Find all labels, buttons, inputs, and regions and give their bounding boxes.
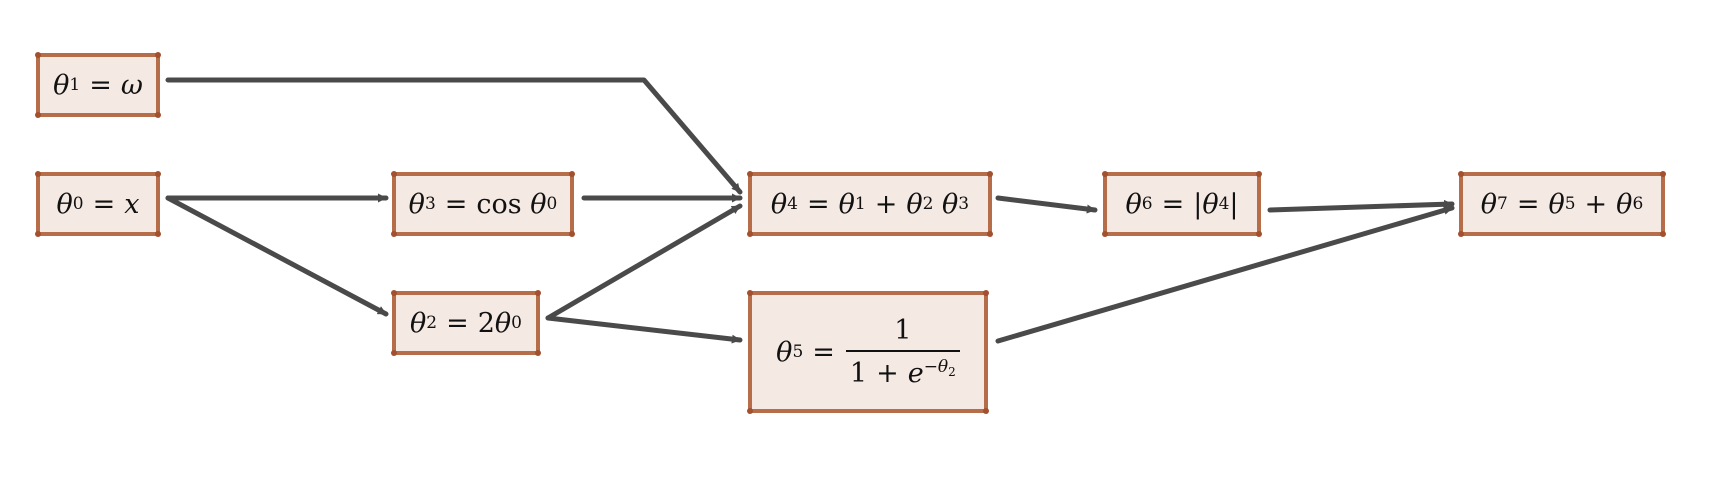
theta2-arg: θ: [494, 307, 512, 339]
theta4-a: θ: [838, 188, 855, 220]
theta3-fn: cos: [476, 188, 522, 220]
theta5-fraction: 1 1 + e−θ2: [845, 315, 960, 389]
theta5-den-exp-sub: 2: [948, 365, 956, 379]
theta5-numerator: 1: [894, 315, 912, 346]
theta4-lhs: θ: [770, 188, 788, 220]
theta0-rhs: x: [124, 188, 140, 220]
theta3-arg: θ: [530, 188, 547, 220]
theta1-eq: =: [89, 69, 112, 101]
theta5-lhs: θ: [776, 336, 793, 368]
theta4-eq: =: [806, 188, 830, 220]
theta0-eq: =: [92, 188, 116, 220]
edge-theta2-theta5: [545, 315, 743, 344]
theta2-coef: 2: [477, 307, 495, 339]
theta7-lhs: θ: [1480, 188, 1497, 220]
edge-theta0-theta2: [165, 195, 389, 317]
theta5-den-exp: −θ: [923, 357, 949, 377]
theta3-lhs: θ: [408, 188, 425, 220]
theta5-den-one: 1: [849, 358, 868, 389]
edge-theta1-theta4: [165, 77, 743, 195]
theta4-c: θ: [942, 188, 959, 220]
theta7-plus: +: [1584, 188, 1608, 220]
theta6-bar-right: |: [1229, 188, 1239, 220]
theta5-den-base: e: [907, 358, 924, 389]
theta1-lhs: θ: [53, 69, 70, 101]
theta5-den-plus: +: [876, 358, 899, 389]
theta2-eq: =: [446, 307, 469, 339]
theta5-eq: =: [812, 336, 835, 368]
theta4-b: θ: [906, 188, 923, 220]
theta5-den-exponent: −θ2: [923, 357, 956, 379]
theta4-plus: +: [874, 188, 898, 220]
edge-theta4-theta6: [995, 195, 1098, 214]
theta7-a: θ: [1548, 188, 1565, 220]
theta2-lhs: θ: [410, 307, 427, 339]
theta7-b: θ: [1616, 188, 1633, 220]
theta3-eq: =: [444, 188, 468, 220]
theta6-eq: =: [1161, 188, 1185, 220]
edge-theta2-theta4: [545, 203, 743, 321]
theta1-rhs: ω: [120, 69, 143, 101]
theta6-lhs: θ: [1125, 188, 1142, 220]
edge-theta6-theta7: [1267, 199, 1455, 213]
theta7-eq: =: [1516, 188, 1540, 220]
edge-theta5-theta7: [995, 205, 1455, 344]
theta6-arg: θ: [1202, 188, 1219, 220]
theta0-lhs: θ: [56, 188, 73, 220]
theta6-bar-left: |: [1193, 188, 1203, 220]
theta5-denominator: 1 + e−θ2: [845, 350, 960, 389]
